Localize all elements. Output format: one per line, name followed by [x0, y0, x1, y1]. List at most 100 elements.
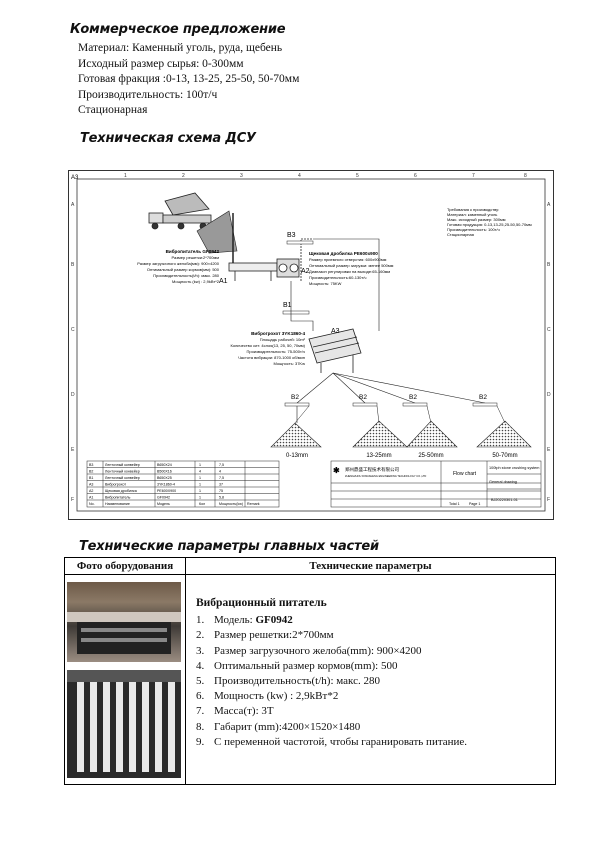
- pile-label: 0-13mm: [286, 453, 308, 459]
- note-line: Материал: каменный уголь: [447, 212, 497, 217]
- param-item: 9.С переменной частотой, чтобы гараниров…: [196, 735, 468, 748]
- legend-cell: 4: [219, 470, 221, 474]
- crusher-spec: Размер приемного отверстия: 600х900мм: [309, 257, 387, 262]
- row-letter: B: [71, 262, 75, 268]
- crusher-spec: Оптимальный размер загрузки: менее 500мм: [309, 263, 394, 268]
- col-number: 4: [298, 173, 301, 179]
- param-item: 2.Размер решетки:2*700мм: [196, 629, 334, 642]
- params-column-header: Технические параметры: [186, 558, 555, 575]
- col-number: 3: [240, 173, 243, 179]
- crusher-name: Щековая дробилка PE600x900: [309, 250, 378, 256]
- parts-title: Технические параметры главных частей: [79, 539, 379, 554]
- legend-cell: 4: [199, 470, 201, 474]
- params-list: Вибрационный питатель 1.Модель: GF0942 2…: [196, 596, 467, 750]
- intro-block: Материал: Каменный уголь, руда, щебень И…: [78, 41, 299, 119]
- legend-cell: Кол: [199, 502, 205, 506]
- legend-cell: Виброгрохот: [105, 483, 126, 487]
- legend-cell: B3: [89, 463, 93, 467]
- row-letter: E: [547, 447, 551, 453]
- legend-cell: Remark: [247, 502, 260, 506]
- legend-cell: 1: [199, 476, 201, 480]
- row-letter: D: [71, 392, 75, 398]
- grate-photo: [67, 670, 181, 778]
- feeder-spec: Оптимальный размер кормов(мм): 500: [147, 267, 220, 272]
- label-a1: A1: [219, 278, 228, 285]
- legend-cell: Наименование: [105, 502, 130, 506]
- legend-cell: 1: [199, 496, 201, 500]
- jaw-crusher-icon: [276, 258, 300, 278]
- param-title: Вибрационный питатель: [196, 597, 327, 609]
- dump-truck-icon: [148, 192, 212, 230]
- row-letter: E: [71, 447, 75, 453]
- feeder-photo: [67, 582, 181, 662]
- param-item: 1.Модель: GF0942: [196, 614, 293, 627]
- legend-cell: 1: [199, 463, 201, 467]
- legend-cell: Вибропитатель: [105, 496, 131, 500]
- legend-cell: B2: [89, 470, 93, 474]
- vibrating-screen-icon: [308, 328, 362, 373]
- feeder-spec: Размер загрузочного желоба(мм): 900×4200: [137, 261, 220, 266]
- legend-cell: B650X25: [157, 476, 172, 480]
- feeder-name: Вибропитатель GF0942: [166, 248, 220, 254]
- note-line: Готовая продукция: 0-13,13-25,25-50,50-7…: [447, 222, 532, 227]
- note-line: Макс. исходный размер: 300мм: [447, 217, 506, 222]
- scheme-title: Техническая схема ДСУ: [80, 131, 256, 146]
- vibrating-feeder-icon: [228, 262, 278, 281]
- company-name-en: ZHENGZHOU DINGSHENG ENGINEERING TECHNOLO…: [345, 474, 426, 478]
- legend-cell: 1: [199, 483, 201, 487]
- label-b2: B2: [479, 394, 487, 401]
- crusher-spec: Производительность:60-130т/ч: [309, 275, 366, 280]
- legend-cell: 1: [199, 489, 201, 493]
- param-item: 6.Мощность (kw) : 2,9kВт*2: [196, 690, 339, 703]
- drawing-number: BJ20220301-01: [491, 498, 518, 502]
- process-flow-drawing: A3 1 2 3 4 5 6 7 8 A B C D E F A B C D E…: [68, 170, 554, 520]
- row-letter: D: [547, 392, 551, 398]
- row-letter: A: [547, 202, 551, 208]
- feeder-spec: Мощность (kw) : 2,9kВт*2: [172, 279, 220, 284]
- legend-cell: PE600X900: [157, 489, 176, 493]
- legend-cell: B650X24: [157, 463, 172, 467]
- label-a3: A3: [331, 328, 340, 335]
- legend-cell: 3YK1860-4: [157, 483, 175, 487]
- legend-cell: 75: [219, 489, 223, 493]
- legend-cell: Ленточный конвейер: [105, 463, 140, 467]
- sheet-label: A3: [71, 175, 79, 181]
- equipment-legend: [86, 460, 280, 508]
- legend-cell: Ленточный конвейер: [105, 470, 140, 474]
- flow-label: Flow chart: [453, 471, 477, 477]
- project-name: 100tph stone crushing system: [489, 466, 539, 470]
- legend-cell: B500X16: [157, 470, 172, 474]
- param-item: 5.Производительность(t/h): макс. 280: [196, 675, 380, 688]
- col-number: 6: [414, 173, 417, 179]
- conveyor-b3-line: [300, 238, 313, 281]
- param-item: 7.Масса(т): 3Т: [196, 705, 274, 718]
- legend-cell: Мощность(kw): [219, 502, 243, 506]
- company-name: 郑州鼎盛工程技术有限公司: [345, 466, 399, 473]
- pile-label: 13-25mm: [366, 453, 391, 459]
- label-b2: B2: [359, 394, 367, 401]
- col-number: 2: [182, 173, 185, 179]
- row-letter: B: [547, 262, 551, 268]
- screen-spec: Количество сит: 4слоя(13, 25, 50, 70мм): [230, 343, 305, 348]
- label-b2: B2: [291, 394, 299, 401]
- screen-name: Виброгрохот 3YK1860-4: [251, 330, 305, 336]
- legend-cell: 7,5: [219, 463, 224, 467]
- legend-cell: 7,5: [219, 476, 224, 480]
- page-title: Коммерческое предложение: [70, 22, 286, 37]
- feeder-spec: Размер решетки:2*700мм: [172, 255, 220, 260]
- intro-line: Готовая фракция :0-13, 13-25, 25-50, 50-…: [78, 73, 300, 85]
- label-b3: B3: [287, 232, 296, 239]
- photo-column: [65, 575, 186, 784]
- label-a2: A2: [301, 268, 310, 275]
- col-number: 5: [356, 173, 359, 179]
- sheet-page: Page 1: [469, 502, 480, 506]
- legend-cell: A3: [89, 483, 93, 487]
- screen-spec: Частота вибрации: 870-1000 об/мин: [238, 355, 305, 360]
- stockpile-icon: [196, 210, 238, 263]
- legend-cell: A2: [89, 489, 93, 493]
- general-label: General drawing: [489, 480, 517, 484]
- row-letter: C: [547, 327, 551, 333]
- legend-cell: Модель: [157, 502, 170, 506]
- legend-cell: 5,8: [219, 496, 224, 500]
- pile-label: 25-50mm: [418, 453, 443, 459]
